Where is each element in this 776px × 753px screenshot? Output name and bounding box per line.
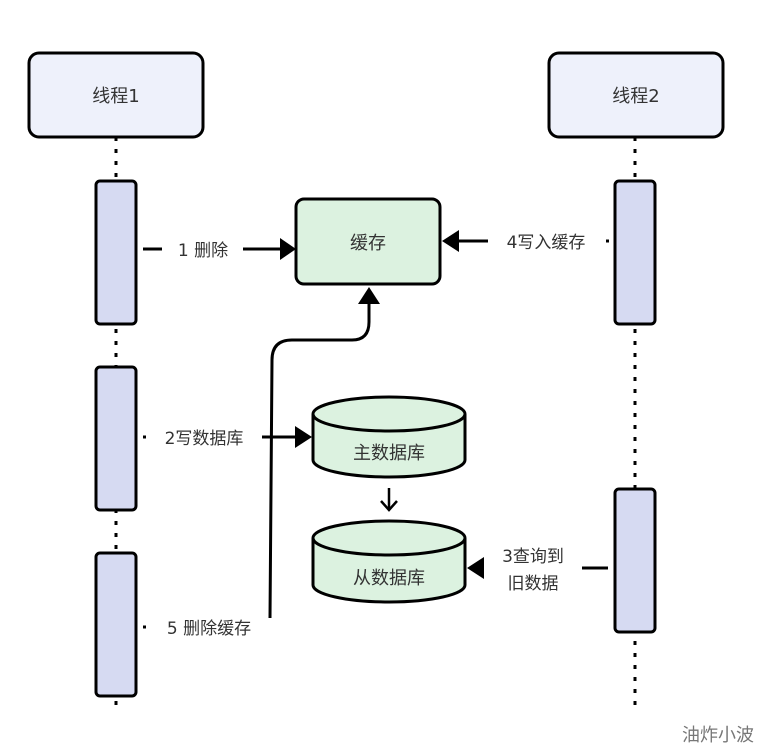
slave-db-node: 从数据库 <box>311 519 467 604</box>
master-db-label: 主数据库 <box>353 443 425 464</box>
slave-db-label: 从数据库 <box>353 568 425 589</box>
step4-label: 4写入缓存 <box>507 233 586 253</box>
step4-arrow <box>442 230 609 252</box>
thread1-activation-2 <box>94 365 138 512</box>
step2-label: 2写数据库 <box>165 429 244 449</box>
step2-arrow <box>143 426 312 448</box>
thread2-activation-1 <box>613 179 657 326</box>
step3-label-line2: 旧数据 <box>508 574 559 594</box>
thread2-header: 线程2 <box>547 51 725 139</box>
replication-arrow <box>380 488 398 512</box>
step3-arrow <box>467 557 608 579</box>
cache-label: 缓存 <box>350 233 386 254</box>
step3-label-line1: 3查询到 <box>502 547 564 567</box>
step1-label: 1 删除 <box>178 241 228 261</box>
thread1-label: 线程1 <box>92 86 139 107</box>
thread1-header: 线程1 <box>27 51 205 139</box>
watermark: 油炸小波 <box>682 725 754 746</box>
thread1-activation-3 <box>94 551 138 698</box>
thread2-label: 线程2 <box>612 86 659 107</box>
step1-arrow <box>143 238 296 260</box>
thread2-activation-2 <box>613 487 657 634</box>
master-db-node: 主数据库 <box>311 395 467 479</box>
cache-node: 缓存 <box>294 197 442 286</box>
step5-label: 5 删除缓存 <box>167 619 251 639</box>
step5-arrow <box>143 287 380 629</box>
thread1-activation-1 <box>94 179 138 326</box>
